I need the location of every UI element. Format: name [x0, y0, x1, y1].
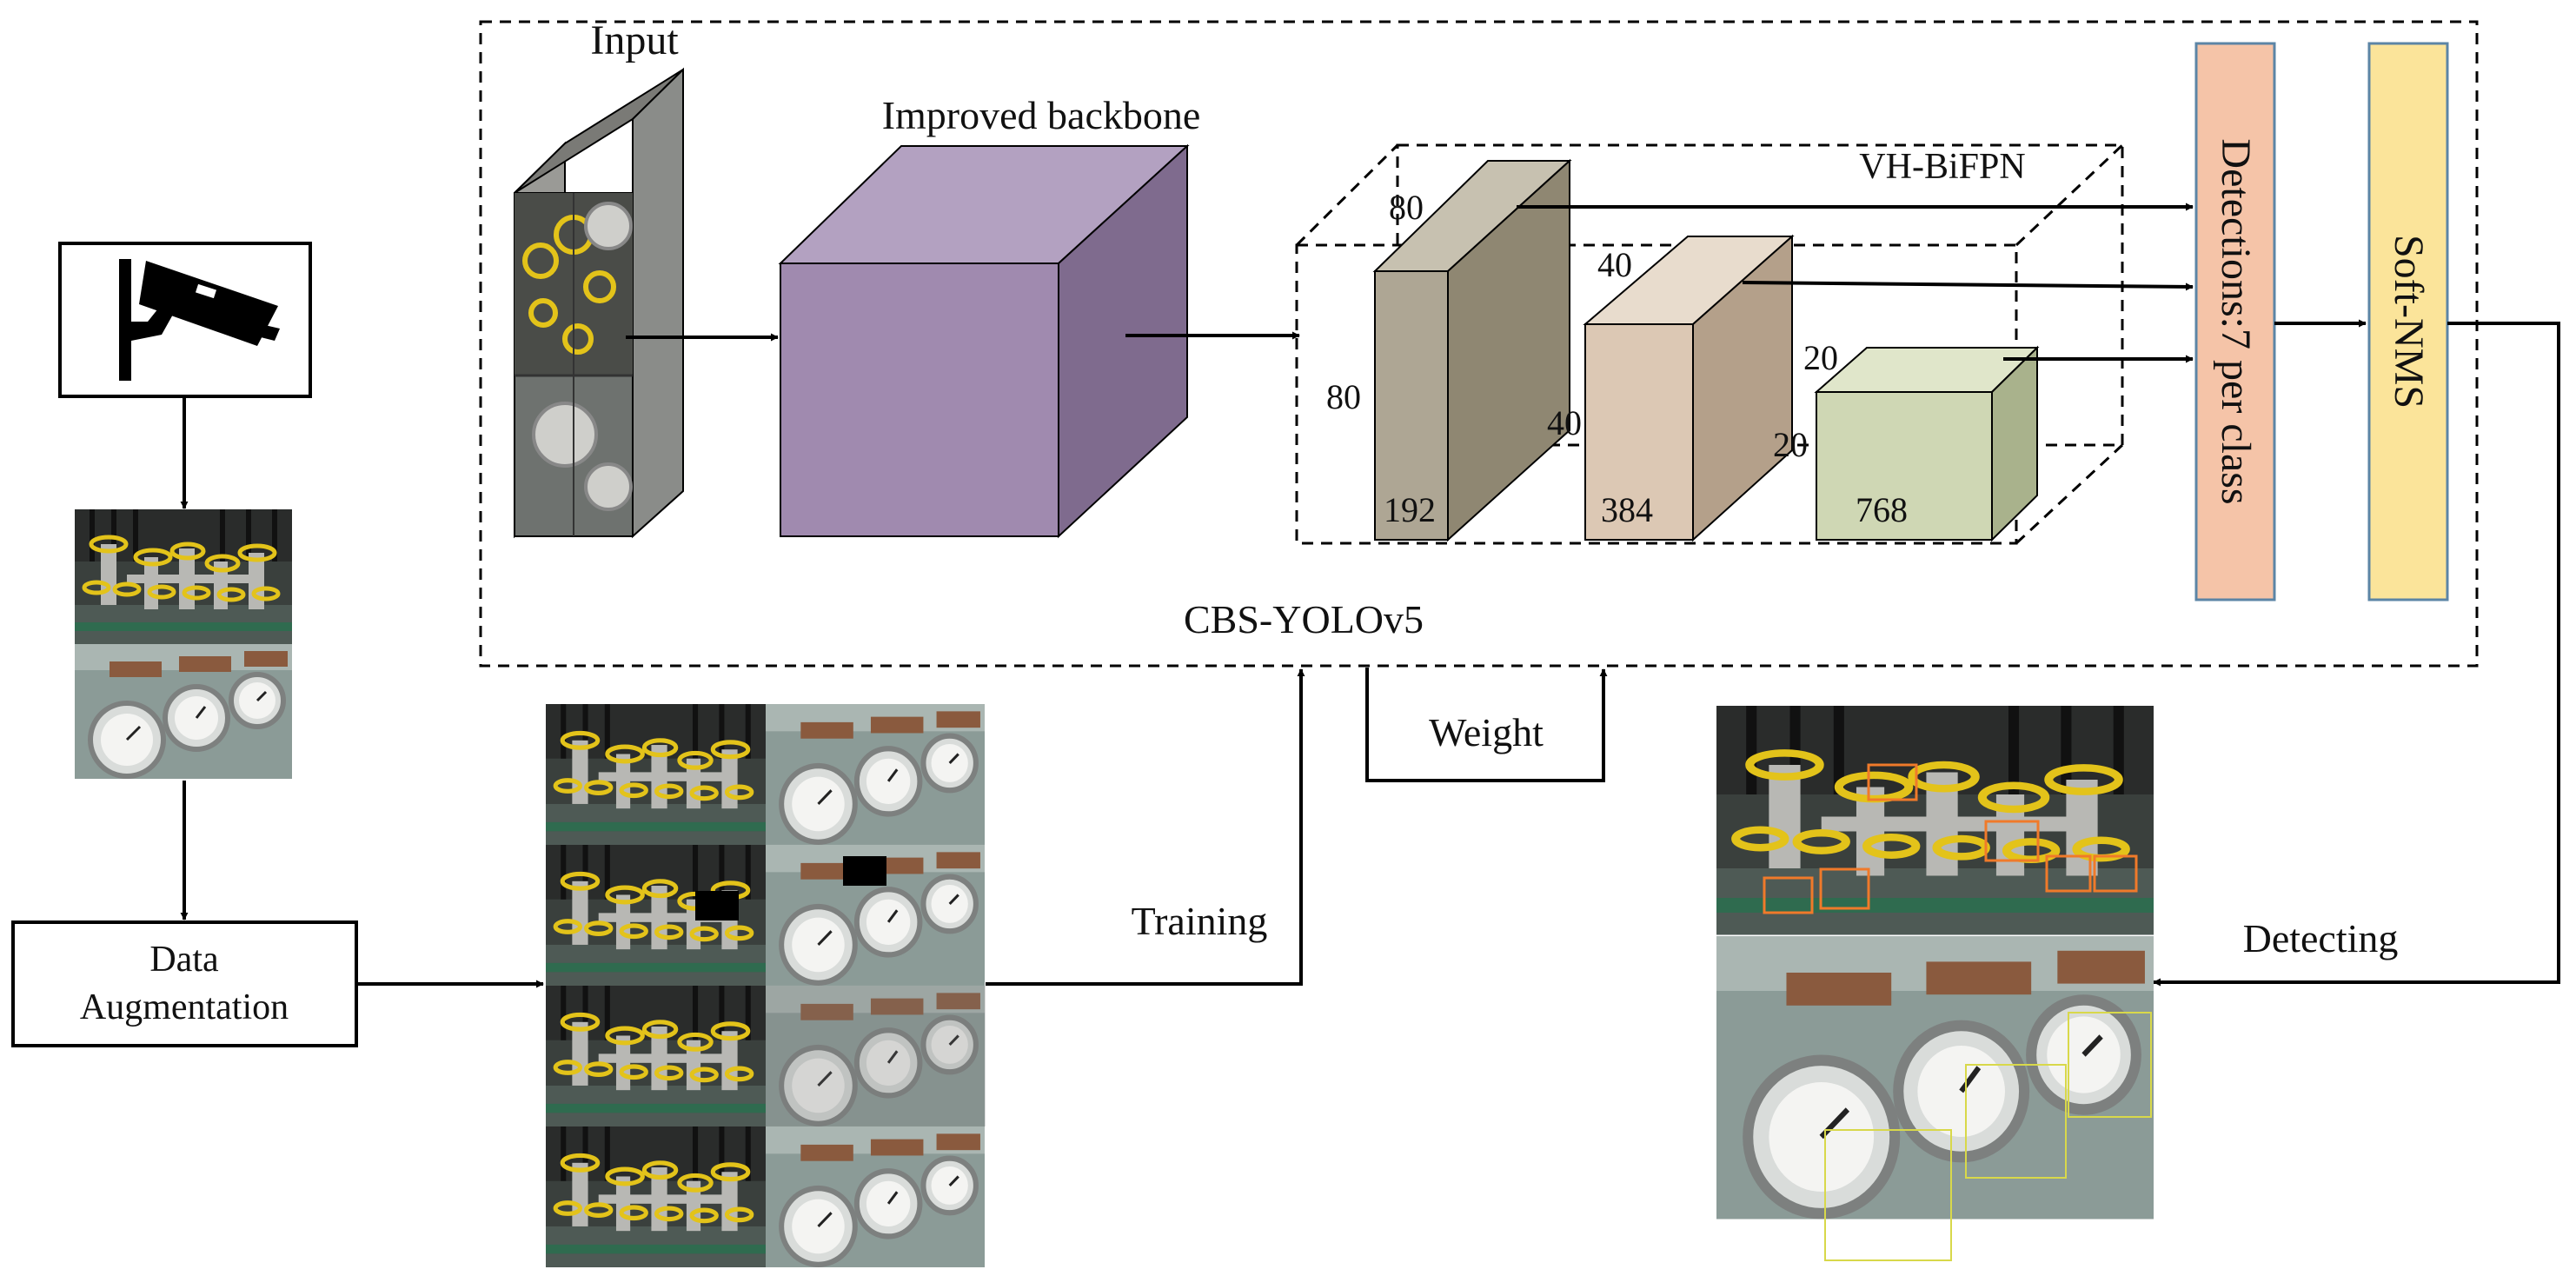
cube-40-top-label: 40 — [1597, 245, 1632, 284]
input-label: Input — [590, 17, 679, 63]
detections-label: Detections:7 per class — [2213, 138, 2259, 504]
vh-bifpn-label: VH-BiFPN — [1859, 147, 2025, 187]
detection-output-images — [1716, 706, 2154, 1261]
cube-20-top-label: 20 — [1803, 338, 1838, 377]
soft-nms-box — [2367, 42, 2449, 601]
feature-map-cube-40 — [1583, 234, 1795, 542]
grid-to-model-training-arrow — [986, 668, 1305, 986]
backbone-label: Improved backbone — [882, 93, 1201, 137]
feature-map-cube-80 — [1372, 158, 1572, 542]
feature-map-cube-20 — [1814, 345, 2040, 542]
cbs-yolov5-region — [479, 20, 2479, 668]
detecting-label: Detecting — [2243, 916, 2399, 960]
cube-40-side-label: 40 — [1547, 403, 1582, 442]
cube-20-channel-label: 768 — [1856, 490, 1908, 529]
soft-nms-label: Soft-NMS — [2386, 235, 2432, 409]
backbone-cube — [778, 143, 1190, 539]
cube-40-channel-label: 384 — [1601, 490, 1653, 529]
cube-40-to-detections-arrow — [1742, 281, 2194, 291]
training-label: Training — [1132, 899, 1268, 943]
data-augmentation-label-1: Data — [149, 940, 219, 980]
cube-80-side-label: 80 — [1326, 377, 1361, 416]
cube-80-channel-label: 192 — [1384, 490, 1436, 529]
augmented-images-grid — [546, 704, 986, 1267]
cbs-yolov5-label: CBS-YOLOv5 — [1184, 597, 1424, 641]
input-image-stack — [514, 67, 684, 539]
data-augmentation-label-2: Augmentation — [80, 987, 289, 1027]
data-augmentation-box — [11, 920, 358, 1047]
weight-loop-arrow — [1365, 668, 1608, 782]
weight-label: Weight — [1429, 710, 1544, 754]
cube-20-side-label: 20 — [1773, 425, 1808, 464]
detections-box — [2194, 42, 2276, 601]
cube-80-top-label: 80 — [1389, 188, 1424, 227]
camera-box — [58, 242, 312, 398]
surveillance-camera-icon — [119, 259, 280, 381]
softnms-to-output-arrow — [2153, 322, 2560, 987]
sample-image — [75, 509, 292, 779]
